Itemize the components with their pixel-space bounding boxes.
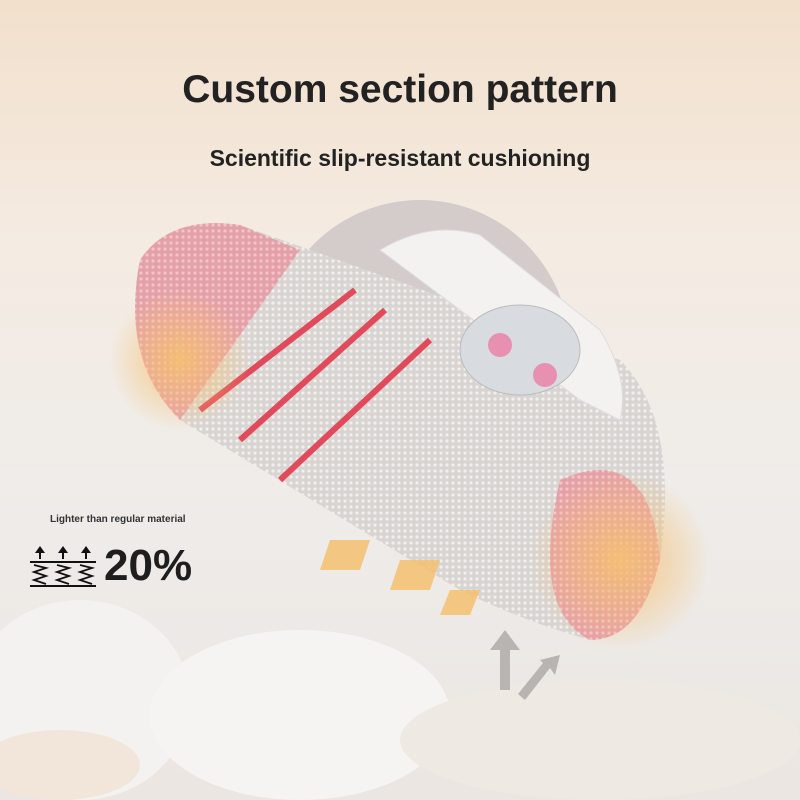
- pressure-arrows-icon: [490, 630, 560, 700]
- page-subtitle: Scientific slip-resistant cushioning: [209, 145, 591, 171]
- feature-stat: 20%: [30, 544, 192, 588]
- spring-cushion-icon: [30, 546, 96, 587]
- page-title: Custom section pattern: [182, 68, 618, 111]
- clouds: [0, 600, 800, 800]
- cushion-glow: [110, 290, 710, 650]
- shoe-sole: [135, 200, 665, 640]
- feature-label: Lighter than regular material: [50, 514, 186, 525]
- weight-reduction-value: 20%: [104, 541, 193, 590]
